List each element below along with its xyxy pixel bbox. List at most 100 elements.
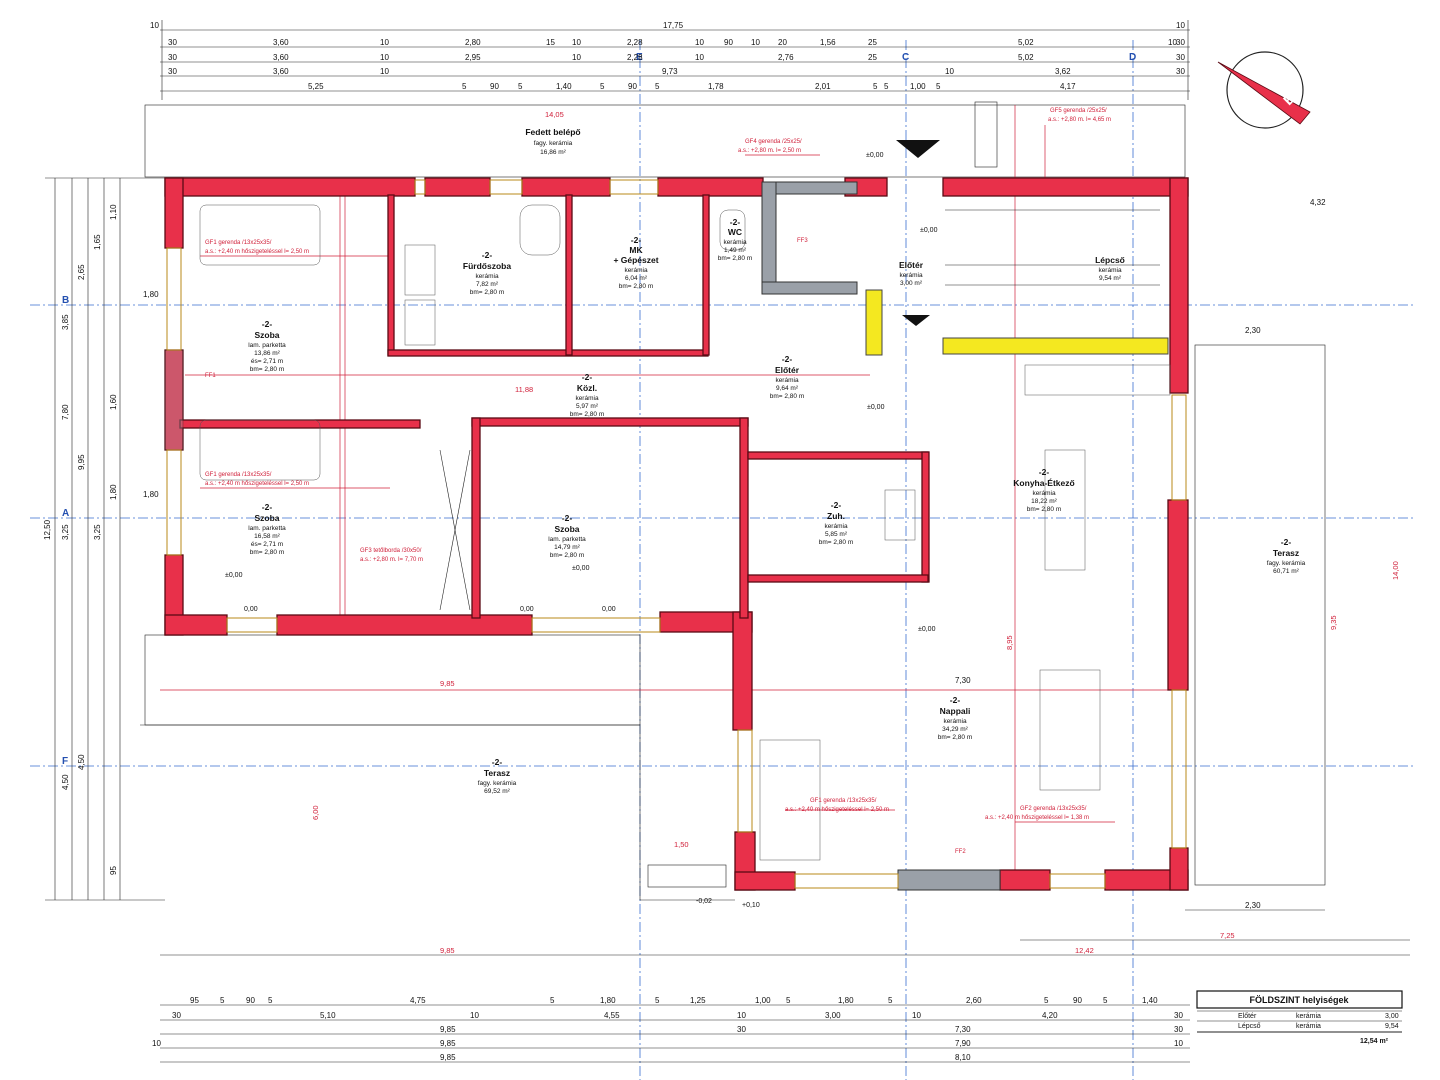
room-floor: kerámia (723, 239, 747, 246)
dim: 10 (470, 1011, 479, 1020)
room-name: Terasz (484, 768, 510, 778)
dim: 10 (695, 38, 704, 47)
room-label-prefix: -2- (730, 217, 741, 227)
dim: 5 (873, 82, 878, 91)
dim: 5,02 (1018, 38, 1034, 47)
beam-label: a.s.: +2,40 m hőszigeteléssel l= 2,50 m (785, 807, 889, 813)
wall-segment (164, 177, 416, 197)
wall-segment (999, 869, 1051, 891)
wall-segment (1169, 177, 1189, 394)
dim-top-total: 17,75 (663, 21, 684, 30)
room-height: bm= 2,80 m (770, 393, 805, 400)
room-floor: lam. parketta (248, 525, 286, 532)
axis-e-label: E (636, 52, 643, 63)
wall-segment (521, 177, 611, 197)
axis-f-label: F (62, 756, 68, 767)
dim: 4,17 (1060, 82, 1076, 91)
dim: 30 (737, 1025, 746, 1034)
dim: 30 (168, 38, 177, 47)
beam-label: a.s.: +2,80 m. l= 2,50 m (738, 148, 801, 154)
room-szoba-2: -2- Szoba lam. parketta 16,58 m² és= 2,7… (248, 502, 286, 556)
room-floor: fagy. kerámia (478, 780, 517, 787)
dim: 1,65 (93, 234, 102, 250)
dim: 15 (546, 38, 555, 47)
dim: 10 (150, 21, 159, 30)
dim: 30 (168, 67, 177, 76)
room-floor: kerámia (775, 377, 799, 384)
dim: 3,85 (61, 314, 70, 330)
dim: 5 (462, 82, 467, 91)
room-name: Szoba (254, 513, 279, 523)
room-szoba-1: -2- Szoba lam. parketta 13,86 m² és= 2,7… (248, 319, 286, 373)
beam-label: GF1 gerenda /13x25x35/ (205, 472, 272, 478)
room-area: 5,85 m² (825, 531, 848, 538)
wall-segment (702, 194, 710, 356)
level-mark: ±0,00 (918, 626, 936, 633)
dim: 5 (1103, 996, 1108, 1005)
dim: 1,50 (674, 840, 689, 849)
room-floor: fagy. kerámia (534, 140, 573, 147)
dim: 95 (109, 866, 118, 875)
room-mk-gepeszet: -2- MK + Gépészet kerámia 6,04 m² bm= 2,… (613, 235, 658, 290)
room-name: Közl. (577, 383, 597, 393)
legend-floor: kerámia (1296, 1013, 1321, 1020)
room-name: MK (629, 245, 643, 255)
dim: 1,80 (109, 484, 118, 500)
wall-segment (387, 194, 395, 356)
level-mark: 0,00 (520, 606, 534, 613)
room-extra: és= 2,71 m (251, 541, 283, 548)
dim: 5 (655, 996, 660, 1005)
room-area: 1,49 m² (724, 247, 747, 254)
room-label-prefix: -2- (562, 513, 573, 523)
wall-segment (732, 611, 753, 731)
dim: 1,80 (143, 490, 159, 499)
entrance-arrow (896, 140, 940, 326)
room-eloter: Előtér kerámia 3,00 m² (899, 260, 924, 287)
dim: 30 (1176, 67, 1185, 76)
dim: 5,10 (320, 1011, 336, 1020)
room-area: 7,82 m² (476, 281, 499, 288)
room-extra: és= 2,71 m (251, 358, 283, 365)
room-name: Zuh. (827, 511, 845, 521)
wall-segment (739, 417, 749, 619)
beam-annotations: GF1 gerenda /13x25x35/ a.s.: +2,40 m hős… (205, 108, 1111, 855)
dim: 90 (1073, 996, 1082, 1005)
dim: 9,95 (77, 454, 86, 470)
dim: 5 (518, 82, 523, 91)
dim: 9,85 (440, 679, 455, 688)
room-konyha: -2- Konyha-Étkező kerámia 18,22 m² bm= 2… (1013, 467, 1074, 513)
room-zuh: -2- Zuh. kerámia 5,85 m² bm= 2,80 m (819, 500, 854, 546)
room-height: bm= 2,80 m (819, 539, 854, 546)
level-mark: ±0,00 (225, 572, 243, 579)
dim: 9,85 (440, 1039, 456, 1048)
wall-segment (761, 181, 777, 293)
room-szoba-3: -2- Szoba lam. parketta 14,79 m² bm= 2,8… (548, 513, 586, 559)
room-label-prefix: -2- (1281, 537, 1292, 547)
room-nappali: -2- Nappali kerámia 34,29 m² bm= 2,80 m (938, 695, 973, 741)
room-name: Lépcső (1095, 255, 1125, 265)
room-height: bm= 2,80 m (250, 549, 285, 556)
room-area: 5,97 m² (576, 403, 599, 410)
dim: 1,80 (143, 290, 159, 299)
beam-label: GF3 tetőlborda /30x50/ (360, 548, 422, 554)
level-mark: 0,00 (602, 606, 616, 613)
dim: 14,00 (1391, 561, 1400, 580)
dim: 2,28 (627, 53, 643, 62)
wall-segment (865, 289, 883, 356)
dim: 5 (268, 996, 273, 1005)
dim: 2,30 (1245, 901, 1261, 910)
dim-bottom-left: 9,85 (440, 946, 455, 955)
dim: 25 (868, 53, 877, 62)
axis-b-label: B (62, 295, 69, 306)
dim: 30 (172, 1011, 181, 1020)
room-eloter-2: -2- Előtér kerámia 9,64 m² bm= 2,80 m (770, 354, 805, 400)
legend-area: 9,54 (1385, 1023, 1399, 1030)
dim: 10 (912, 1011, 921, 1020)
axis-a-label: A (62, 508, 69, 519)
room-floor: kerámia (1032, 490, 1056, 497)
beam-label: GF1 gerenda /13x25x35/ (810, 798, 877, 804)
beam-label: GF4 gerenda /25x25/ (745, 139, 802, 145)
dim: 4,20 (1042, 1011, 1058, 1020)
dim: 10 (751, 38, 760, 47)
